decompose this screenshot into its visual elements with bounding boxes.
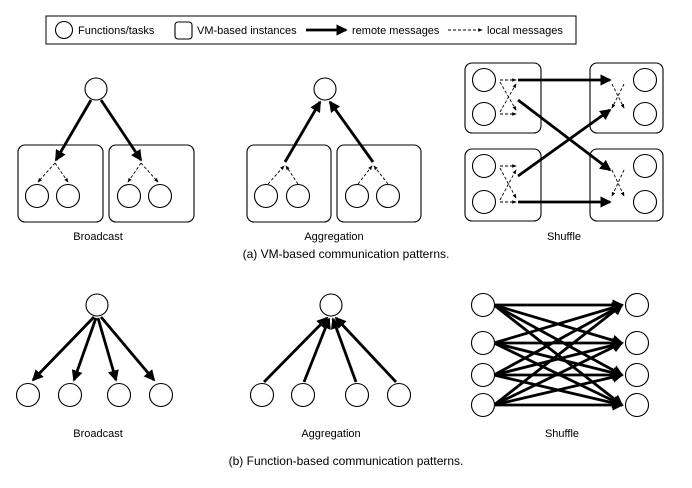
function-node: [386, 382, 412, 408]
local-message-arrow: [499, 83, 517, 113]
remote-message-arrow: [493, 303, 624, 377]
local-message-arrow: [373, 165, 389, 185]
function-node: [84, 77, 108, 101]
fn-shuffle-label: Shuffle: [545, 428, 579, 440]
local-message-arrow: [127, 162, 142, 183]
function-node: [470, 362, 496, 388]
function-node: [375, 183, 401, 209]
function-node: [471, 153, 497, 179]
function-node: [632, 153, 658, 179]
local-message-arrow: [499, 81, 517, 111]
function-node: [624, 292, 650, 318]
fn-aggregation-pattern: Aggregation: [249, 293, 412, 440]
fn-broadcast-pattern: Broadcast: [15, 293, 174, 440]
function-node: [285, 183, 311, 209]
local-message-arrow: [499, 169, 517, 201]
local-message-arrow: [357, 165, 373, 185]
function-node: [470, 292, 496, 318]
local-message-arrow: [140, 162, 159, 183]
fn-aggregation-label: Aggregation: [301, 428, 360, 440]
function-node: [116, 183, 142, 209]
remote-message-arrow: [99, 316, 156, 382]
function-node: [319, 293, 343, 317]
function-node: [471, 189, 497, 215]
fn-broadcast-label: Broadcast: [73, 428, 123, 440]
function-node: [85, 293, 109, 317]
function-node: [624, 330, 650, 356]
local-message-arrow: [267, 165, 285, 185]
local-message-arrow: [54, 162, 69, 183]
function-node: [15, 382, 41, 408]
function-node: [344, 382, 370, 408]
function-node: [249, 382, 275, 408]
legend-instance-box-icon: [174, 21, 193, 40]
local-message-arrow: [611, 83, 625, 109]
remote-message-arrow: [493, 371, 624, 407]
remote-message-arrow: [54, 99, 93, 162]
vm-instance: [108, 144, 195, 223]
legend-remote-label: remote messages: [352, 25, 440, 37]
function-node: [632, 67, 658, 93]
function-node: [632, 189, 658, 215]
vm-aggregation-pattern: Aggregation: [246, 77, 422, 243]
remote-message-arrow: [99, 99, 143, 162]
local-message-arrow: [499, 167, 517, 199]
function-node: [624, 362, 650, 388]
vm-patterns-caption: (a) VM-based communication patterns.: [243, 247, 450, 261]
legend-function-circle-icon: [54, 20, 74, 40]
remote-message-arrow: [71, 317, 98, 382]
function-node: [471, 101, 497, 127]
remote-message-arrow: [31, 316, 96, 382]
function-node: [57, 382, 83, 408]
remote-message-arrow: [493, 303, 624, 407]
vm-instance: [336, 144, 422, 223]
fn-patterns-caption: (b) Function-based communication pattern…: [229, 454, 464, 468]
legend-functions-label: Functions/tasks: [78, 25, 155, 37]
vm-shuffle-pattern: Shuffle: [464, 62, 664, 243]
function-node: [624, 392, 650, 418]
function-node: [148, 382, 174, 408]
function-node: [24, 183, 50, 209]
legend-local-label: local messages: [487, 25, 563, 37]
remote-message-arrow: [302, 317, 331, 383]
function-node: [471, 67, 497, 93]
remote-message-arrow: [517, 98, 612, 172]
remote-message-arrow: [96, 317, 119, 382]
function-node: [147, 183, 173, 209]
remote-message-arrow: [493, 341, 624, 407]
function-node: [344, 183, 370, 209]
fn-shuffle-pattern: Shuffle: [470, 292, 650, 440]
remote-message-arrow: [283, 100, 322, 163]
function-node: [470, 392, 496, 418]
vm-aggregation-label: Aggregation: [304, 231, 363, 243]
function-node: [290, 382, 316, 408]
remote-message-arrow: [328, 100, 375, 163]
local-message-arrow: [611, 83, 625, 109]
function-node: [253, 183, 279, 209]
vm-broadcast-label: Broadcast: [73, 231, 123, 243]
remote-message-arrow: [331, 317, 358, 383]
remote-message-arrow: [263, 316, 329, 383]
vm-instance: [17, 144, 104, 223]
remote-message-arrow: [493, 302, 624, 345]
remote-message-arrow: [517, 108, 612, 178]
remote-message-arrow: [334, 316, 398, 383]
local-message-arrow: [37, 162, 56, 183]
function-node: [55, 183, 81, 209]
function-node: [106, 382, 132, 408]
legend: Functions/tasks VM-based instances remot…: [45, 15, 577, 45]
function-node: [632, 101, 658, 127]
legend-instances-label: VM-based instances: [197, 25, 297, 37]
local-message-arrow: [285, 165, 299, 185]
vm-shuffle-label: Shuffle: [547, 231, 581, 243]
function-node: [313, 77, 337, 101]
function-node: [470, 330, 496, 356]
remote-message-arrow: [493, 339, 624, 377]
vm-broadcast-pattern: Broadcast: [17, 77, 195, 243]
